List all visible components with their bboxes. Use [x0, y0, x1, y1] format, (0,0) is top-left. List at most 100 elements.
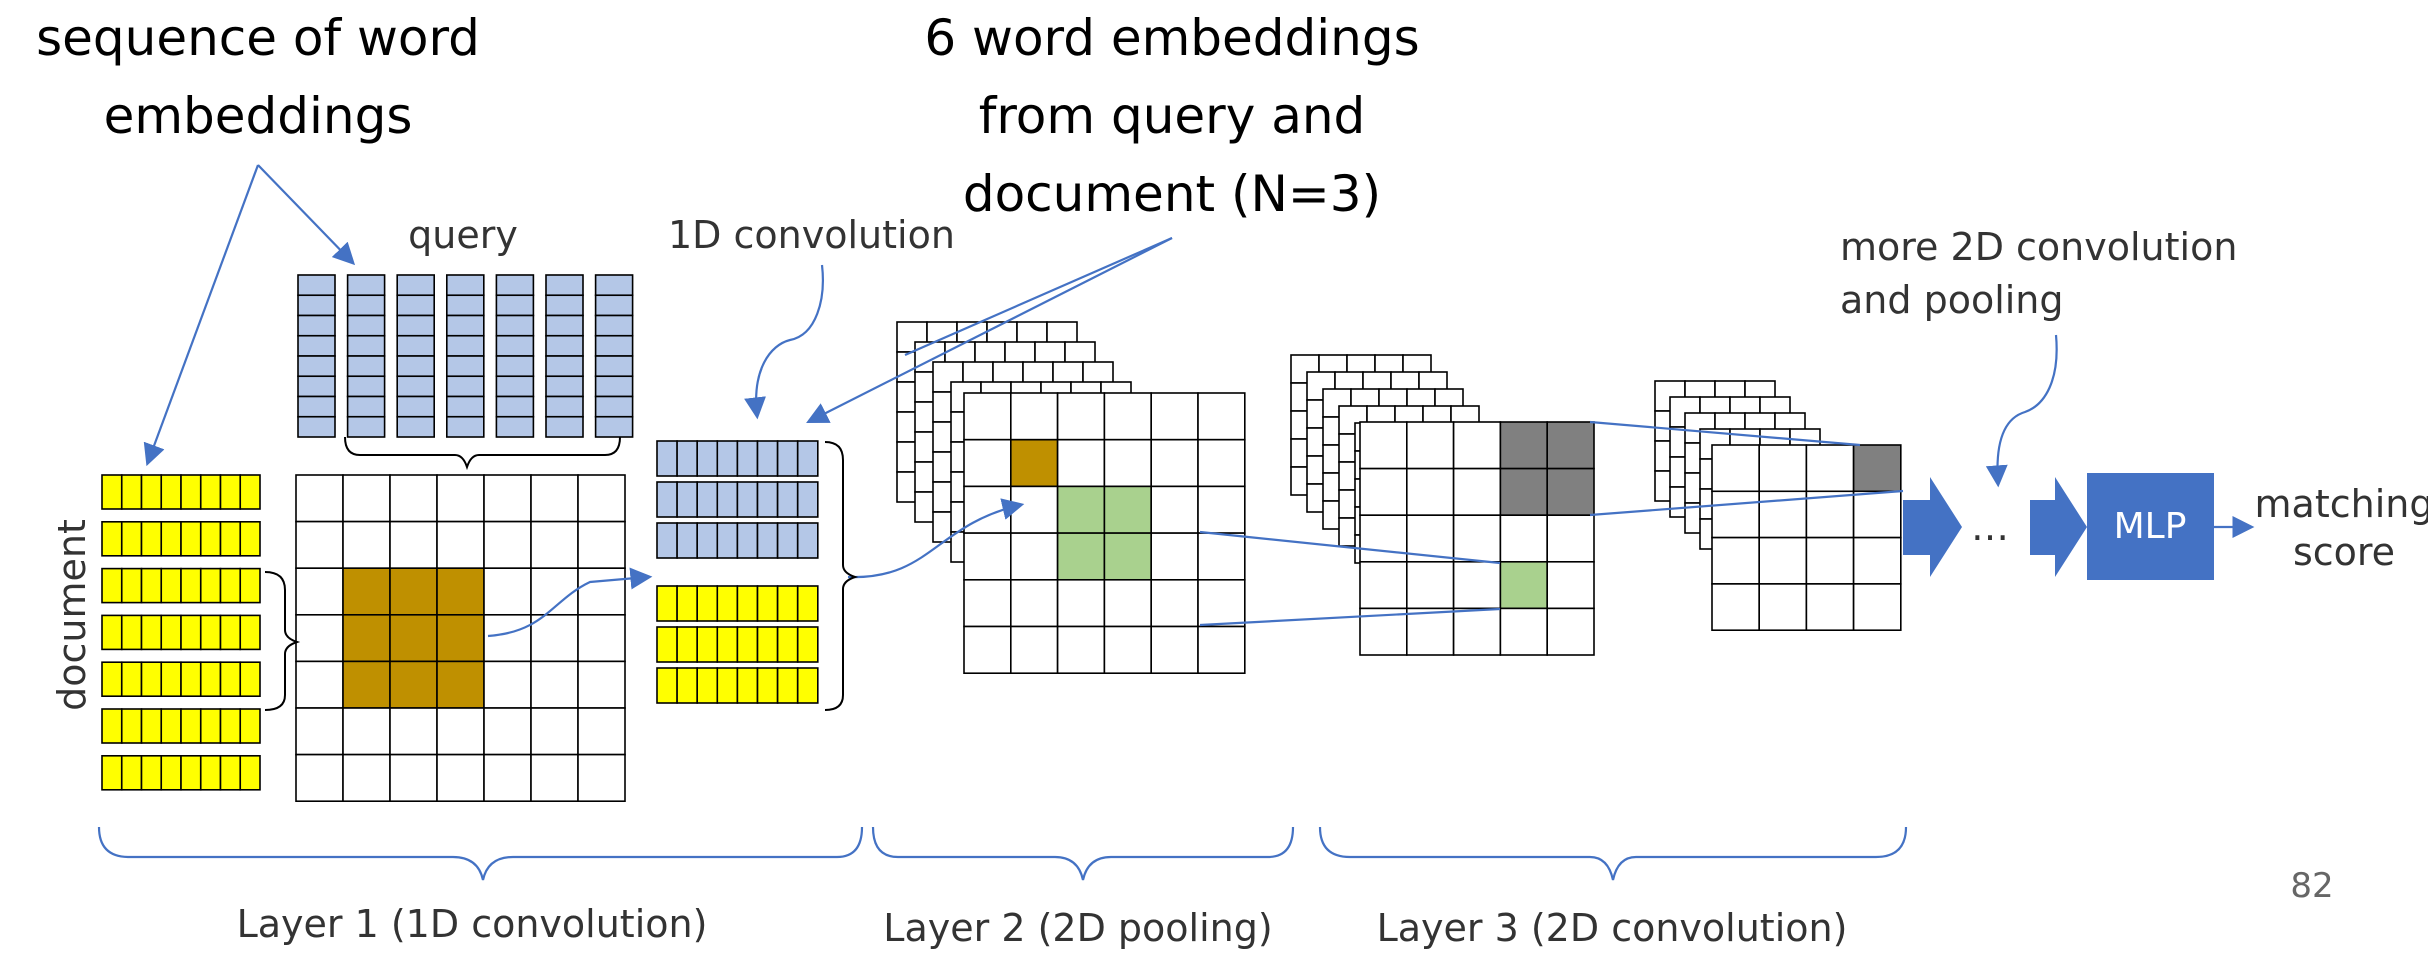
query-embedding-cell — [594, 274, 634, 297]
query-embedding-cell — [396, 415, 436, 438]
conv-line-bottom — [1589, 489, 1904, 517]
pool-line-top — [1199, 530, 1501, 565]
layer2-feature-maps — [896, 321, 1246, 675]
document-embedding-cell — [120, 708, 143, 744]
title-left-line1: sequence of word — [36, 9, 480, 67]
layer4-cell — [1805, 536, 1855, 585]
layer2-cell — [1150, 532, 1199, 581]
conv1d-output-cell — [796, 440, 819, 477]
conv1d-output-cell — [656, 626, 678, 663]
more-conv-line2: and pooling — [1840, 278, 2064, 322]
layer3-cell — [1452, 421, 1502, 470]
conv1d-output-cell — [696, 481, 719, 518]
document-embedding-cell — [239, 567, 261, 604]
document-embedding-cell — [180, 661, 202, 698]
interaction-cell — [295, 660, 344, 709]
interaction-cell — [483, 474, 532, 523]
conv1d-output-cell — [716, 522, 739, 559]
query-embeddings — [297, 274, 634, 438]
layer2-cell — [1103, 392, 1153, 441]
layer3-cell — [1499, 607, 1549, 656]
query-embedding-cell — [396, 274, 436, 297]
document-embedding-cell — [101, 567, 123, 604]
conv1d-output-cell — [756, 440, 779, 477]
document-embedding-cell — [219, 474, 242, 510]
interaction-cell — [436, 567, 485, 616]
query-embedding-cell — [495, 294, 535, 317]
document-embedding-cell — [199, 661, 222, 698]
conv1d-output-cell — [756, 667, 779, 704]
query-embedding-cell — [545, 294, 584, 317]
conv1d-output-cell — [736, 585, 759, 622]
interaction-cell — [530, 707, 579, 756]
query-embedding-cell — [396, 375, 436, 398]
document-embedding-cell — [180, 567, 202, 604]
interaction-cell — [342, 613, 391, 663]
interaction-cell — [530, 753, 579, 802]
document-embedding-cell — [239, 614, 261, 651]
conv1d-output-cell — [776, 626, 799, 663]
document-embedding-cell — [101, 661, 123, 698]
layer4-cell — [1711, 536, 1761, 585]
arrow-to-query — [257, 164, 356, 266]
document-embedding-cell — [199, 614, 222, 651]
document-embedding-cell — [120, 474, 143, 510]
layer3-cell — [1499, 514, 1549, 563]
conv1d-output-cell — [756, 481, 779, 518]
query-embedding-cell — [396, 355, 436, 378]
query-embedding-cell — [545, 334, 584, 357]
document-embedding-cell — [180, 708, 202, 744]
layer4-cell — [1758, 583, 1808, 632]
document-embedding-cell — [199, 567, 222, 604]
query-embedding-cell — [594, 334, 634, 357]
document-embedding-cell — [180, 520, 202, 557]
layer2-cell — [1009, 485, 1059, 534]
document-embedding-cell — [120, 520, 143, 557]
layer3-cell — [1406, 467, 1455, 517]
document-embedding-cell — [120, 661, 143, 698]
conv1d-output-cell — [676, 522, 698, 559]
layer3-cell — [1546, 467, 1595, 517]
interaction-cell — [436, 707, 485, 756]
arrow-to-conv-output — [806, 237, 1173, 423]
layer3-cell — [1452, 607, 1502, 656]
layer2-cell — [1103, 485, 1153, 534]
title-center-line2: from query and — [979, 87, 1366, 145]
brace-layer2 — [871, 826, 1295, 881]
layer4-cell — [1805, 490, 1855, 539]
conv1d-output-cell — [676, 667, 698, 704]
interaction-cell — [577, 474, 626, 523]
document-embedding-cell — [219, 754, 242, 791]
interaction-cell — [483, 753, 532, 802]
document-embedding-cell — [239, 708, 261, 744]
interaction-cell — [530, 613, 579, 663]
document-embedding-cell — [101, 614, 123, 651]
conv1d-output-cell — [796, 522, 819, 559]
document-embedding-cell — [160, 614, 182, 651]
interaction-cell — [295, 613, 344, 663]
layer4-cell — [1711, 444, 1761, 493]
query-embedding-cell — [495, 355, 535, 378]
interaction-cell — [577, 520, 626, 569]
conv1d-output-cell — [796, 667, 819, 704]
conv1d-label: 1D convolution — [668, 213, 955, 257]
layer2-cell — [1197, 625, 1246, 675]
layer3-cell — [1452, 560, 1502, 610]
layer4-cell — [1852, 444, 1902, 493]
query-embedding-cell — [346, 334, 386, 357]
layer2-cell — [1009, 438, 1059, 488]
document-embedding-cell — [120, 567, 143, 604]
document-embedding-cell — [140, 520, 163, 557]
query-label: query — [408, 213, 518, 257]
query-embedding-cell — [495, 375, 535, 398]
interaction-cell — [577, 753, 626, 802]
layer2-cell — [963, 578, 1012, 628]
query-embedding-cell — [495, 395, 535, 418]
interaction-cell — [483, 567, 532, 616]
interaction-cell — [577, 613, 626, 663]
query-embedding-cell — [445, 294, 485, 317]
layer2-cell — [1009, 532, 1059, 581]
query-embedding-cell — [594, 375, 634, 398]
interaction-cell — [530, 520, 579, 569]
layer3-cell — [1546, 607, 1595, 656]
